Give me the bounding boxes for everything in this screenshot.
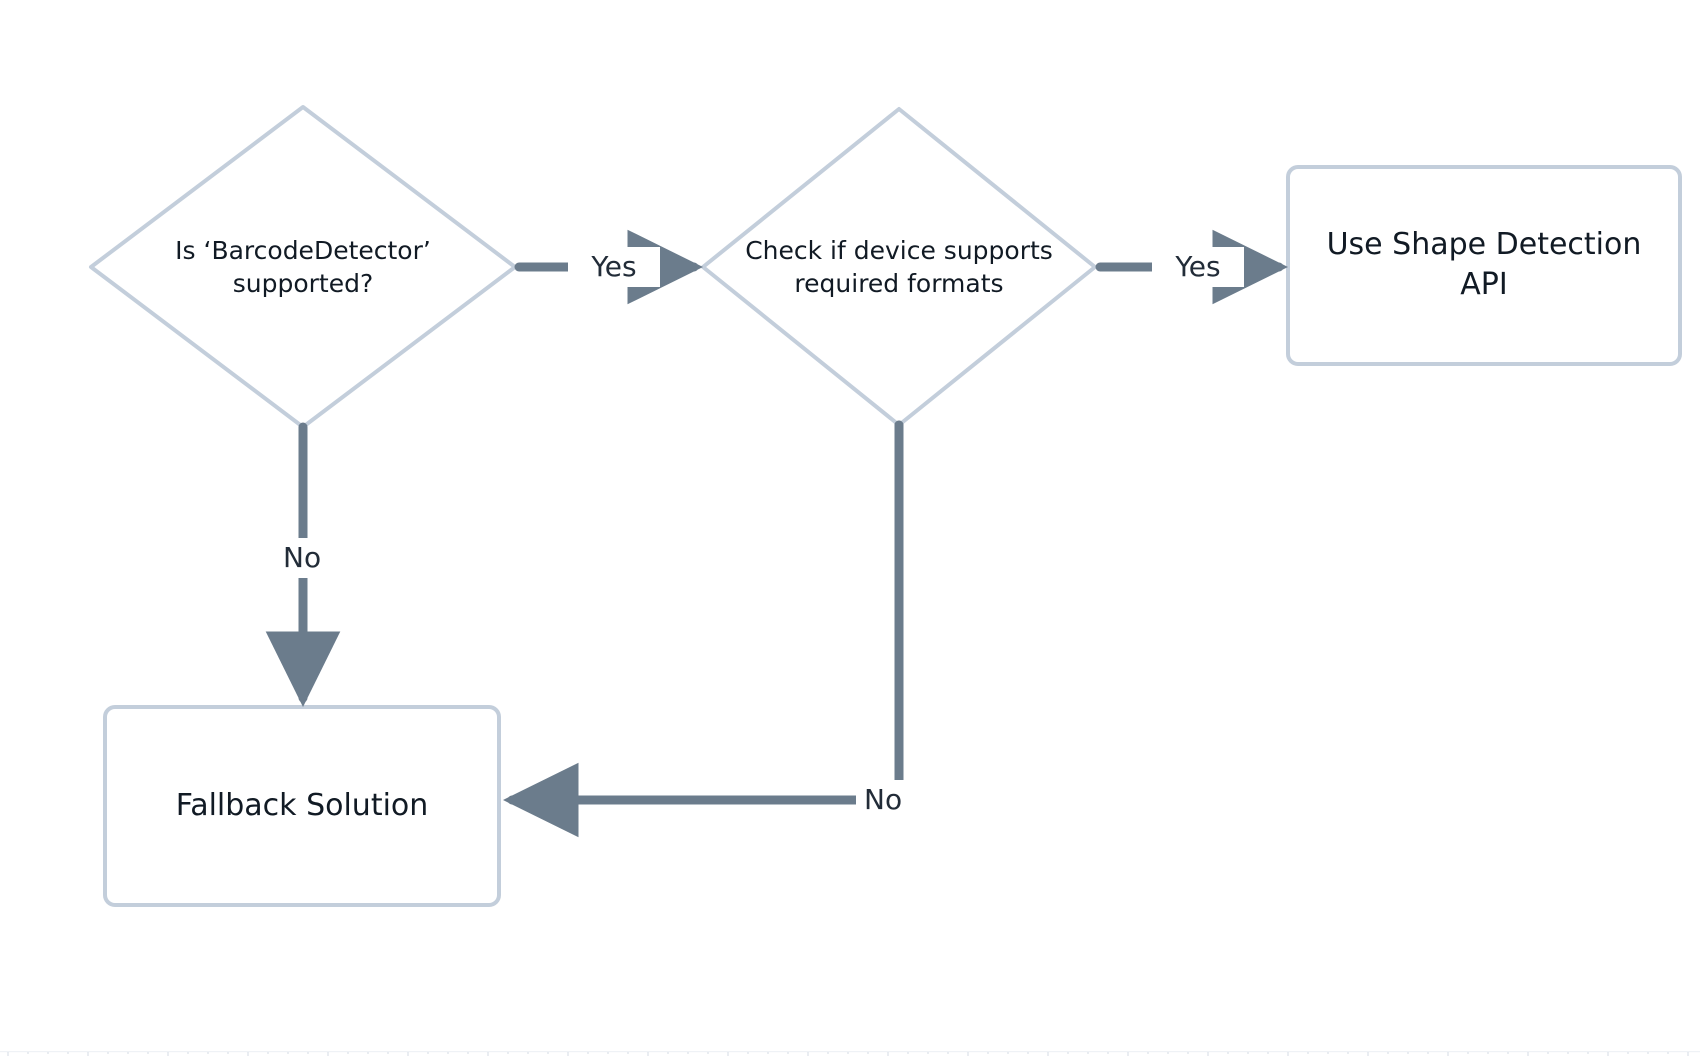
diamond-shape-formats [701, 107, 1097, 427]
edge-label-barcodedetector-yes: Yes [568, 247, 660, 287]
diamond-shape-barcodedetector [89, 105, 517, 429]
rect-fallback-solution [103, 705, 501, 907]
edge-formats-no[interactable] [503, 420, 904, 838]
node-decision-formats[interactable] [701, 107, 1097, 427]
edge-label-formats-yes: Yes [1152, 247, 1244, 287]
rect-shape-detection-api [1286, 165, 1682, 366]
node-process-shape-detection-api[interactable] [1286, 165, 1682, 366]
edge-line-formats-no [503, 420, 904, 838]
node-process-fallback-solution[interactable] [103, 705, 501, 907]
edge-label-barcodedetector-no: No [275, 538, 355, 578]
canvas-bottom-ruler [0, 1051, 1700, 1056]
node-decision-barcodedetector[interactable] [89, 105, 517, 429]
edge-label-formats-no: No [856, 780, 936, 820]
